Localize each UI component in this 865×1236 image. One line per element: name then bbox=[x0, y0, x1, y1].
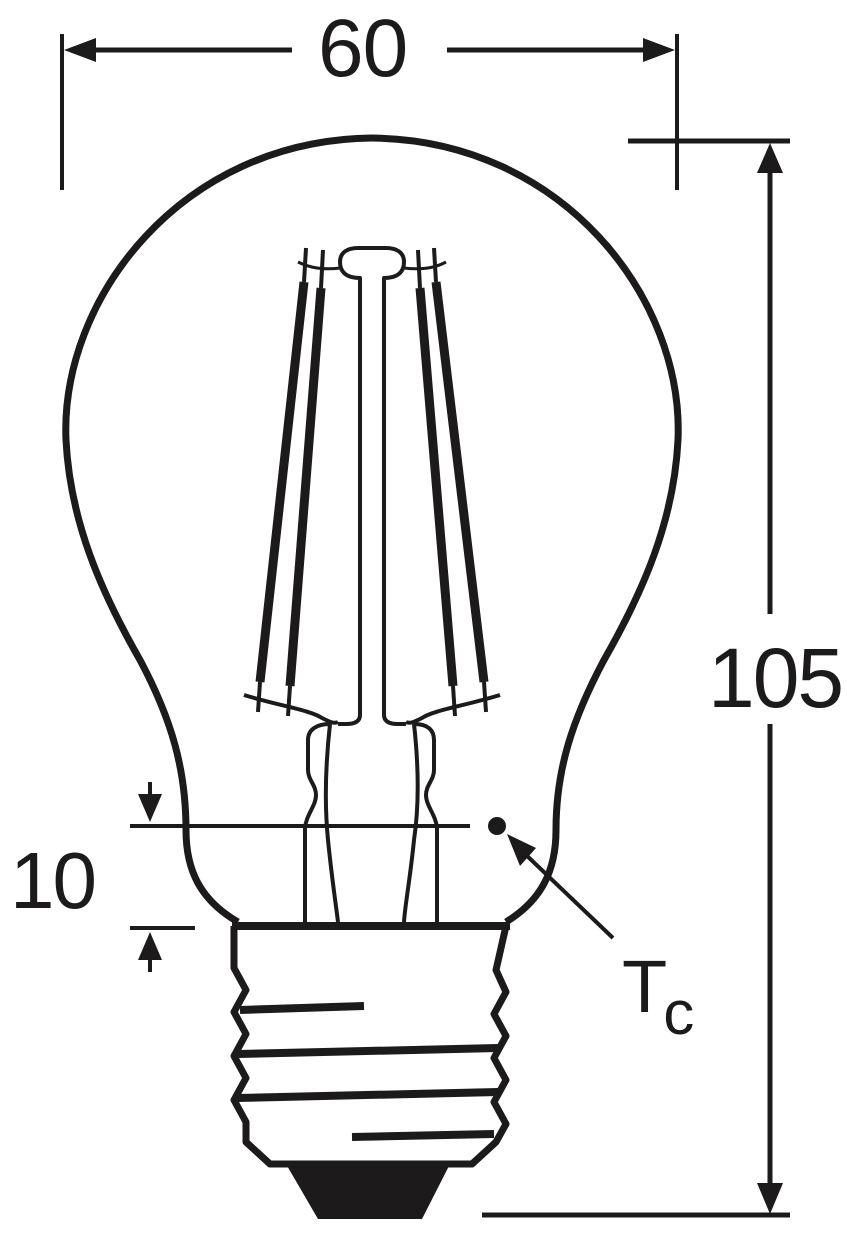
tc-label-subscript: c bbox=[663, 979, 695, 1048]
tc-label: Tc bbox=[622, 950, 698, 1045]
support-wires bbox=[303, 714, 439, 923]
screw-base bbox=[230, 922, 510, 1168]
base-contact bbox=[286, 1164, 450, 1219]
filament-lower-supports bbox=[243, 681, 501, 725]
arrow-down-icon bbox=[138, 794, 162, 822]
filament-tips bbox=[302, 247, 438, 289]
arrow-down-icon bbox=[757, 1183, 783, 1214]
tc-measurement-point bbox=[488, 817, 615, 940]
neck-dimension-label: 10 bbox=[10, 836, 97, 925]
tc-label-main: T bbox=[622, 945, 668, 1028]
width-dimension bbox=[60, 34, 679, 190]
tc-arrow-icon bbox=[507, 834, 536, 866]
arrow-up-icon bbox=[138, 932, 162, 960]
glass-bulb-outline bbox=[62, 134, 682, 926]
arrow-left-icon bbox=[64, 38, 96, 62]
tc-dot-icon bbox=[488, 817, 506, 835]
height-dimension bbox=[482, 138, 790, 1218]
arrow-right-icon bbox=[643, 38, 675, 62]
filament-strands bbox=[255, 281, 489, 687]
central-stem bbox=[297, 246, 447, 715]
arrow-up-icon bbox=[757, 143, 783, 173]
height-dimension-label: 105 bbox=[708, 631, 844, 725]
width-dimension-label: 60 bbox=[318, 3, 408, 94]
